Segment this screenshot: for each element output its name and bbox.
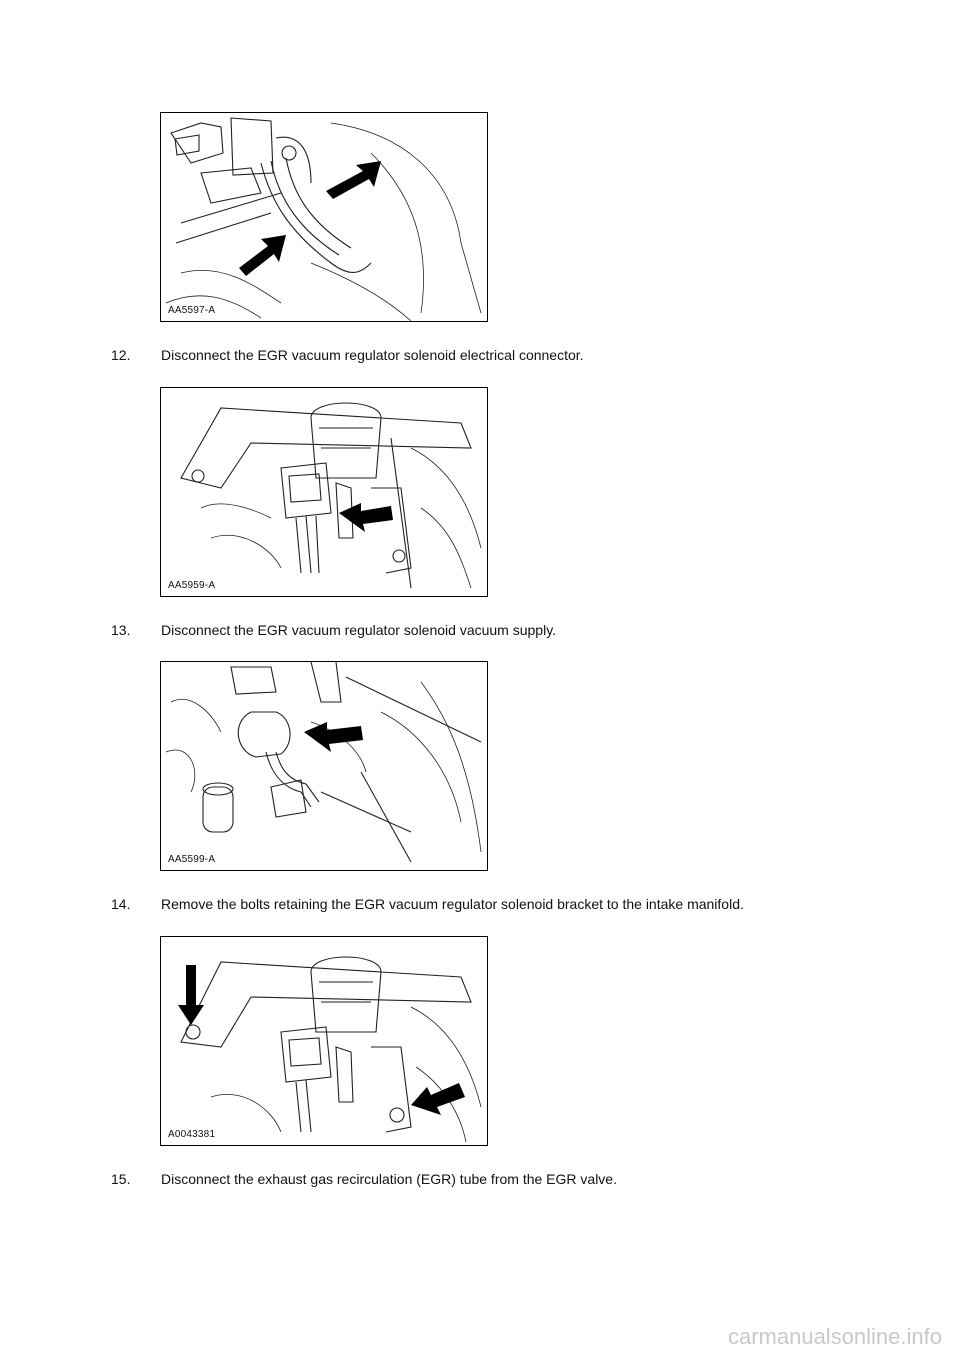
figure-code: AA5597-A bbox=[168, 305, 216, 316]
step-text: Disconnect the EGR vacuum regulator sole… bbox=[161, 622, 557, 638]
step-text: Disconnect the EGR vacuum regulator sole… bbox=[161, 347, 584, 363]
engine-illustration-4 bbox=[178, 956, 482, 1143]
engine-illustration-1 bbox=[165, 117, 482, 321]
watermark: carmanualsonline.info bbox=[727, 1324, 942, 1349]
figure-electrical-connector: AA5959-A bbox=[160, 387, 488, 597]
step-13: 13. Disconnect the EGR vacuum regulator s… bbox=[111, 621, 556, 639]
engine-illustration-2 bbox=[180, 402, 482, 589]
figure-vacuum-supply: AA5599-A bbox=[160, 661, 488, 871]
step-number: 15. bbox=[111, 1171, 131, 1187]
figure-bracket-bolts: A0043381 bbox=[160, 936, 488, 1146]
step-number: 13. bbox=[111, 622, 131, 638]
step-text: Remove the bolts retaining the EGR vacuu… bbox=[161, 896, 744, 912]
figure-code: AA5959-A bbox=[168, 580, 216, 591]
figure-egr-vacuum-hoses: AA5597-A bbox=[160, 112, 488, 322]
step-12: 12. Disconnect the EGR vacuum regulator s… bbox=[111, 346, 584, 364]
step-number: 12. bbox=[111, 347, 131, 363]
step-text: Disconnect the exhaust gas recirculation… bbox=[161, 1171, 617, 1187]
step-14: 14. Remove the bolts retaining the EGR va… bbox=[111, 895, 744, 913]
engine-illustration-3 bbox=[165, 662, 482, 863]
figure-code: AA5599-A bbox=[168, 854, 216, 865]
figure-code: A0043381 bbox=[168, 1129, 216, 1140]
step-15: 15. Disconnect the exhaust gas recirculat… bbox=[111, 1170, 617, 1188]
step-number: 14. bbox=[111, 896, 131, 912]
